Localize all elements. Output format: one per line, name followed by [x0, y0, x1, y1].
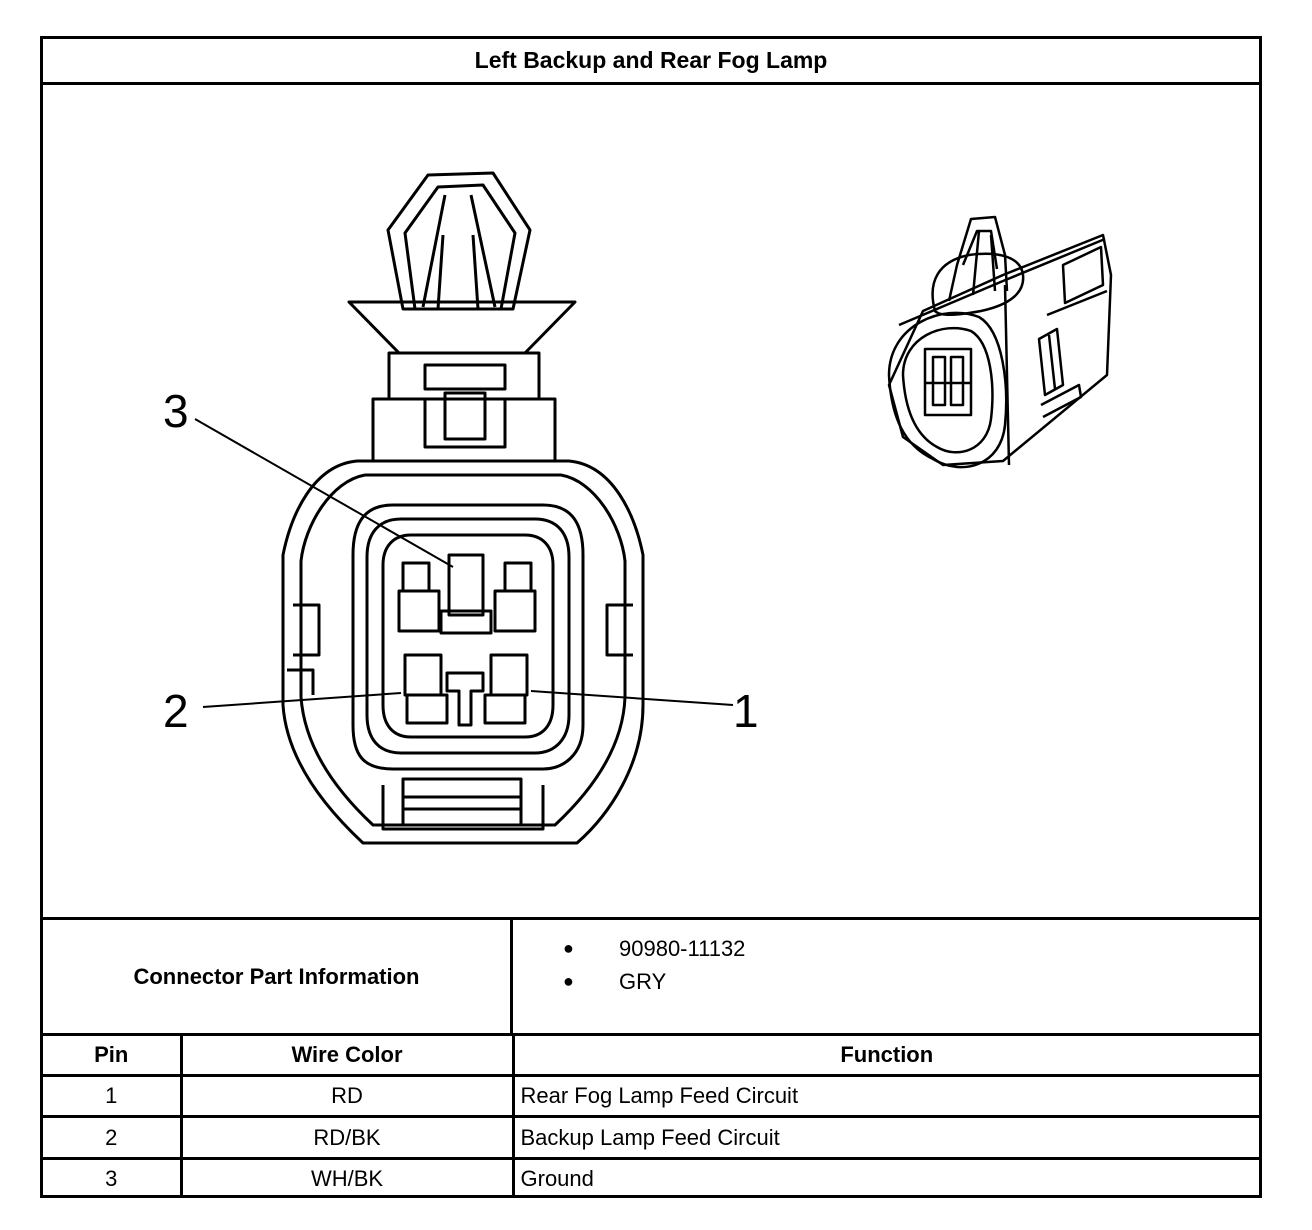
terminal-cavity [351, 503, 585, 771]
locking-clip [347, 171, 577, 355]
connector-color: GRY [619, 969, 667, 994]
bullet-icon: ● [563, 971, 574, 991]
pin-3-callout: 3 [163, 385, 189, 437]
table-header-row: Pin Wire Color Function [43, 1036, 1259, 1078]
bullet-icon: ● [563, 938, 574, 958]
table-row: 3 WH/BK Ground [43, 1156, 1259, 1198]
pin-cell: 1 [43, 1074, 183, 1119]
function-cell: Rear Fog Lamp Feed Circuit [511, 1074, 1259, 1119]
pin-cell: 2 [43, 1115, 183, 1160]
page-title: Left Backup and Rear Fog Lamp [43, 39, 1259, 85]
connector-neck [371, 351, 557, 463]
pin-1-callout: 1 [733, 685, 759, 737]
connector-drawing: 3 2 1 [43, 85, 1259, 917]
part-number: 90980-11132 [619, 936, 746, 961]
header-pin: Pin [43, 1036, 183, 1078]
wire-color-cell: WH/BK [179, 1156, 515, 1198]
wire-color-cell: RD/BK [179, 1115, 515, 1160]
list-item: ● 90980-11132 [563, 932, 1259, 965]
list-item: ● GRY [563, 965, 1259, 998]
connector-part-information: Connector Part Information ● 90980-11132… [43, 917, 1259, 1036]
pin-2-callout: 2 [163, 685, 189, 737]
function-cell: Ground [511, 1156, 1259, 1198]
connector-info-list: ● 90980-11132 ● GRY [513, 920, 1259, 1033]
pin-leader-lines [194, 418, 734, 708]
connector-sheet: Left Backup and Rear Fog Lamp [40, 36, 1262, 1198]
pin-table: Pin Wire Color Function 1 RD Rear Fog La… [43, 1036, 1259, 1198]
table-row: 2 RD/BK Backup Lamp Feed Circuit [43, 1115, 1259, 1160]
connector-info-label: Connector Part Information [43, 920, 513, 1033]
header-wire-color: Wire Color [179, 1036, 515, 1078]
connector-face-illustration: 3 2 1 [163, 171, 1113, 845]
pin-cell: 3 [43, 1156, 183, 1198]
wire-color-cell: RD [179, 1074, 515, 1119]
function-cell: Backup Lamp Feed Circuit [511, 1115, 1259, 1160]
table-row: 1 RD Rear Fog Lamp Feed Circuit [43, 1074, 1259, 1119]
header-function: Function [511, 1036, 1259, 1078]
connector-isometric-view [887, 215, 1113, 469]
connector-housing [281, 459, 645, 845]
